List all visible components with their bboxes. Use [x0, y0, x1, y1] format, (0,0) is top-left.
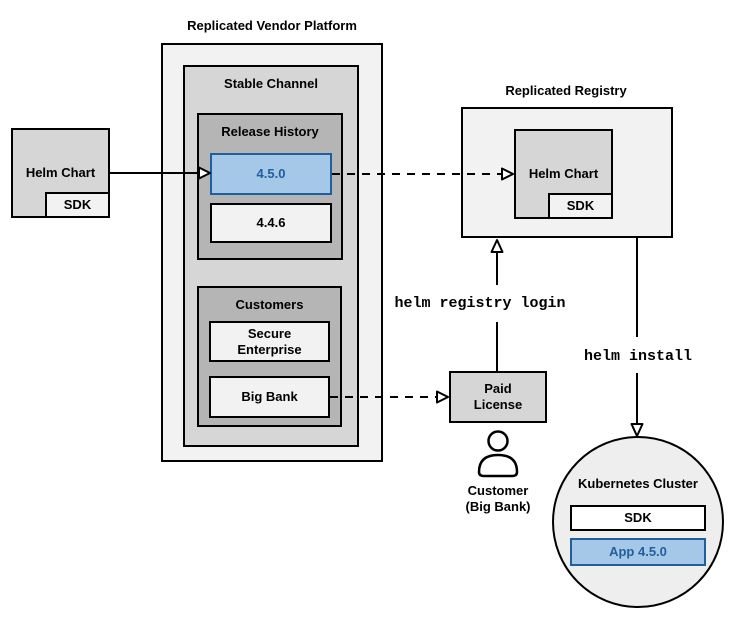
- arrowhead-into-license: [436, 390, 449, 404]
- release-version-446: 4.4.6: [210, 203, 332, 243]
- paid-license-label: Paid License: [473, 381, 523, 412]
- customer-secure-enterprise-box: Secure Enterprise: [209, 321, 330, 362]
- arrowhead-into-registry: [490, 239, 504, 253]
- helm-registry-login-command: helm registry login: [394, 295, 566, 312]
- customer-caption: Customer (Big Bank): [465, 483, 531, 514]
- source-sdk-box: SDK: [45, 192, 110, 218]
- registry-sdk-box: SDK: [548, 193, 613, 219]
- person-icon: [477, 430, 519, 478]
- vendor-platform-title: Replicated Vendor Platform: [187, 18, 357, 33]
- kubernetes-cluster-label: Kubernetes Cluster: [578, 476, 698, 491]
- stable-channel-label: Stable Channel: [224, 76, 318, 91]
- arrowhead-into-cluster: [630, 423, 644, 437]
- cluster-app-box: App 4.5.0: [570, 538, 706, 566]
- customer-secure-enterprise-label: Secure Enterprise: [237, 325, 302, 357]
- paid-license-box: Paid License: [449, 371, 547, 423]
- cluster-sdk-box: SDK: [570, 505, 706, 531]
- registry-title: Replicated Registry: [505, 83, 627, 98]
- release-history-label: Release History: [221, 124, 319, 139]
- helm-install-command: helm install: [583, 348, 693, 365]
- customers-label: Customers: [235, 297, 304, 312]
- release-version-450: 4.5.0: [210, 153, 332, 195]
- customer-big-bank-box: Big Bank: [209, 376, 330, 418]
